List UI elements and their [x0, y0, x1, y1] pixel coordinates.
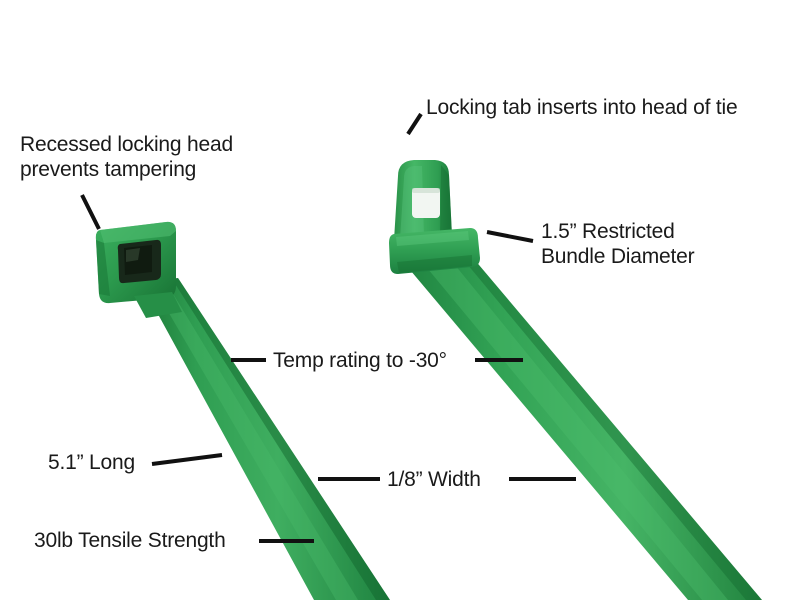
annotation-recessed-locking-head: Recessed locking head prevents tampering — [20, 133, 233, 181]
right-tie-locking-hole-inner-shadow — [412, 188, 440, 193]
left-tie-strap-highlight — [152, 282, 358, 600]
right-tie-locking-tab-shadow — [440, 165, 452, 237]
annotation-length: 5.1” Long — [48, 451, 135, 474]
right-tie-collar-shadow — [397, 255, 472, 273]
right-tie-strap-highlight — [418, 254, 728, 600]
annotation-tensile-strength: 30lb Tensile Strength — [34, 529, 226, 552]
left-tie-strap-shadow — [172, 278, 390, 600]
left-tie-head-recess-glint — [126, 248, 140, 262]
annotation-bundle-diameter: 1.5” Restricted Bundle Diameter — [541, 220, 695, 268]
left-tie-head-left-bevel — [96, 240, 110, 296]
right-tie-collar-highlight — [396, 231, 469, 246]
right-tie-collar — [389, 228, 480, 274]
right-tie-locking-hole — [412, 188, 440, 218]
right-tie-strap — [400, 252, 762, 600]
right-cable-tie — [389, 160, 762, 600]
annotation-width: 1/8” Width — [387, 468, 481, 491]
left-tie-head-shoulder — [134, 292, 182, 318]
right-tie-strap-shadow — [458, 252, 762, 600]
left-tie-head-top-bevel — [100, 221, 176, 243]
left-tie-strap — [141, 278, 390, 600]
annotation-locking-tab: Locking tab inserts into head of tie — [426, 96, 738, 119]
annotation-temp-rating: Temp rating to -30° — [273, 349, 447, 372]
left-tie-head-recess-inner-shade — [124, 245, 152, 275]
left-cable-tie — [95, 221, 390, 600]
